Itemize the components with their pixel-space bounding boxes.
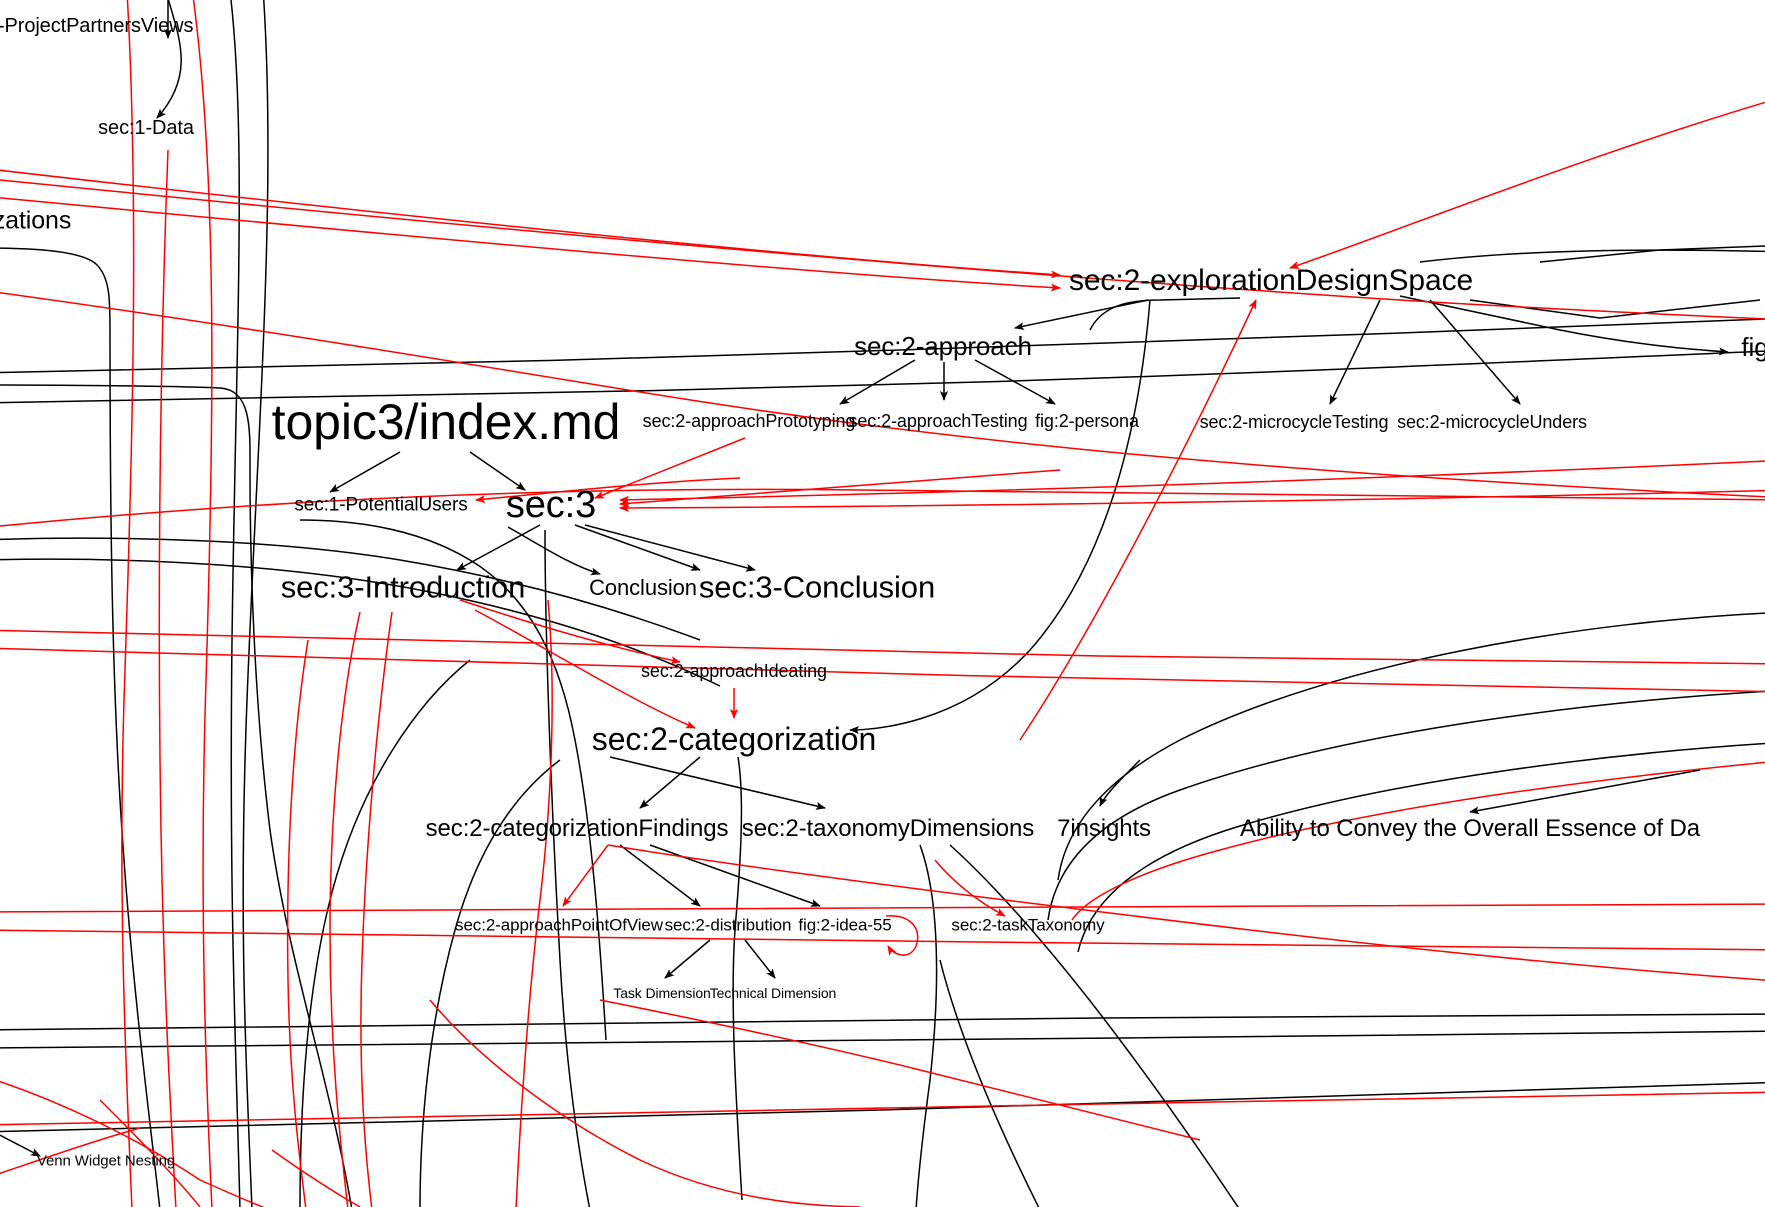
graph-node-label[interactable]: sec:2-approachIdeating (641, 661, 827, 681)
graph-node-label[interactable]: Venn Widget Nesting (36, 1152, 176, 1170)
graph-node-label[interactable]: sec:2-explorationDesignSpace (1068, 264, 1474, 297)
graph-node-label[interactable]: fig:2-persona (1035, 411, 1139, 431)
graph-node-label[interactable]: zations (0, 206, 72, 235)
graph-node-label[interactable]: sec:2-approach (854, 331, 1032, 361)
graph-node-label[interactable]: sec:2-approachPrototyping (642, 411, 856, 431)
graph-node-label[interactable]: sec:1-Data (98, 117, 194, 139)
graph-node-label[interactable]: 7insights (1057, 815, 1151, 842)
graph-node-label[interactable]: sec:2-approachPointOfView (455, 915, 663, 935)
graph-node-label[interactable]: sec:3-Introduction (280, 569, 526, 605)
graph-node-label[interactable]: sec:3 (505, 484, 597, 526)
graph-node-label[interactable]: sec:2-microcycleUnders (1397, 412, 1587, 432)
graph-node-label[interactable]: sec:1-ProjectPartnersViews (0, 15, 194, 37)
graph-node-label[interactable]: sec:2-categorizationFindings (425, 815, 729, 842)
graph-node-label[interactable]: topic3/index.md (271, 394, 621, 450)
graph-node-label[interactable]: Conclusion (589, 575, 697, 600)
graph-node-label[interactable]: sec:3-Conclusion (698, 569, 936, 605)
graph-node-label[interactable]: sec:2-distribution (664, 915, 792, 935)
graph-node-label[interactable]: sec:1-PotentialUsers (294, 494, 468, 516)
graph-node-label[interactable]: sec:2-categorization (591, 721, 877, 757)
graph-node-label[interactable]: sec:2-approachTesting (848, 411, 1028, 431)
graph-node-label[interactable]: Technical Dimension (709, 985, 837, 1001)
graph-node-label[interactable]: sec:2-taskTaxonomy (951, 915, 1105, 935)
graph-node-label[interactable]: Ability to Convey the Overall Essence of… (1240, 815, 1700, 842)
graph-node-label[interactable]: sec:2-microcycleTesting (1199, 412, 1389, 432)
graph-node-label[interactable]: Task Dimension (613, 985, 711, 1001)
graph-node-label[interactable]: fig:2-idea-55 (798, 915, 892, 935)
graph-node-label[interactable]: fig (1741, 332, 1765, 362)
graph-node-label[interactable]: sec:2-taxonomyDimensions (741, 815, 1035, 842)
